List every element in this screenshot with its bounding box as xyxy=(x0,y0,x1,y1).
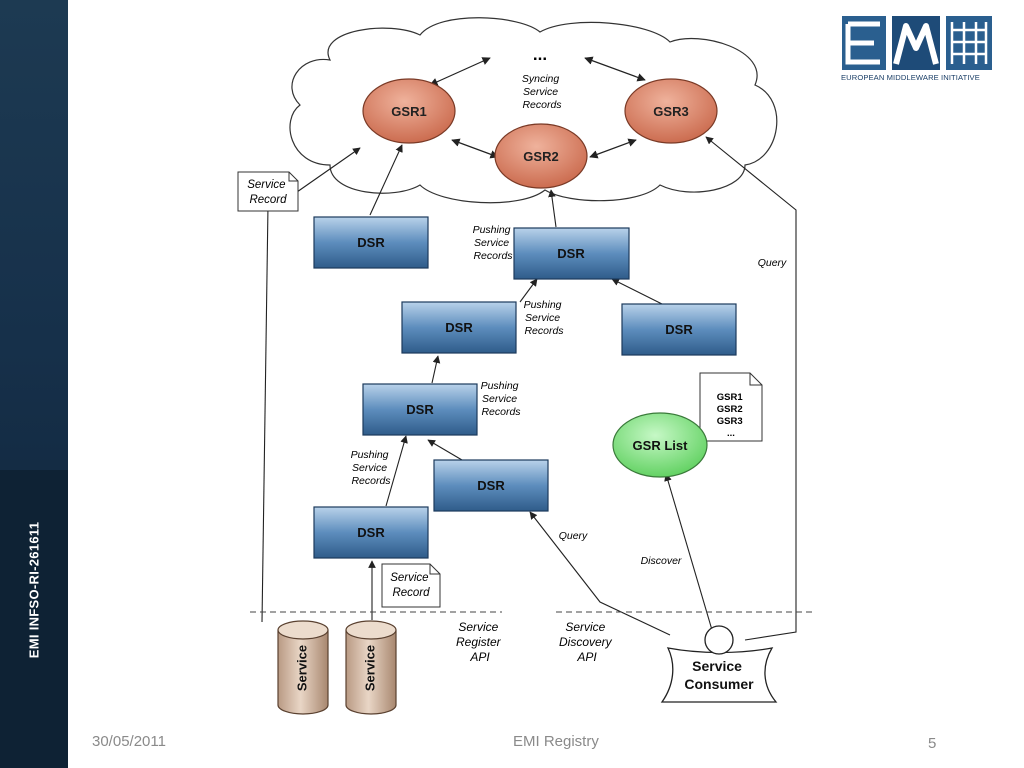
svg-text:DSR: DSR xyxy=(357,235,385,250)
svg-text:GSR1: GSR1 xyxy=(391,104,426,119)
service-discovery-api-label: Service Discovery API xyxy=(559,620,615,664)
pushing-label-4: Pushing Service Records xyxy=(351,449,392,487)
discover-label: Discover xyxy=(641,555,682,567)
svg-text:DSR: DSR xyxy=(665,322,693,337)
service-register-api-label: Service Register API xyxy=(456,620,504,664)
service-consumer: Service Consumer xyxy=(660,625,778,703)
gsr2-node: GSR2 xyxy=(494,123,588,189)
svg-text:DSR: DSR xyxy=(557,246,585,261)
svg-text:Service: Service xyxy=(294,645,309,691)
svg-text:DSR: DSR xyxy=(406,402,434,417)
sidebar-band xyxy=(0,470,68,768)
svg-text:Service Consumer: Service Consumer xyxy=(684,658,754,692)
svg-text:GSR1 GSR2 GSR3: GSR1 GSR2 GSR3 ... xyxy=(717,392,746,439)
svg-text:GSR List: GSR List xyxy=(633,438,689,453)
svg-text:DSR: DSR xyxy=(445,320,473,335)
svg-text:Service: Service xyxy=(362,645,377,691)
logo-caption: EUROPEAN MIDDLEWARE INITIATIVE xyxy=(841,73,980,82)
svg-text:Service Record: Service Record xyxy=(390,572,432,599)
service-record-note-top: Service Record xyxy=(237,171,299,212)
pushing-label-1: Pushing Service Records xyxy=(473,224,514,262)
footer-page-number: 5 xyxy=(928,735,937,752)
service-record-note-bottom: Service Record xyxy=(381,563,441,608)
gsr3-node: GSR3 xyxy=(624,78,718,144)
service-cylinder-2: Service xyxy=(345,620,397,715)
dsr-box-7: DSR xyxy=(313,506,429,559)
svg-text:DSR: DSR xyxy=(477,478,505,493)
dsr-box-4: DSR xyxy=(621,303,737,356)
dsr-box-2: DSR xyxy=(513,227,630,280)
dsr-box-1: DSR xyxy=(313,216,429,269)
query-label-bottom: Query xyxy=(559,530,588,542)
gsr-list-document: GSR1 GSR2 GSR3 ... xyxy=(699,372,763,442)
gsr1-node: GSR1 xyxy=(362,78,456,144)
dsr-box-5: DSR xyxy=(362,383,478,436)
footer-date: 30/05/2011 xyxy=(92,733,166,750)
footer-title: EMI Registry xyxy=(513,733,599,750)
pushing-label-2: Pushing Service Records xyxy=(524,299,565,337)
cloud-ellipsis: ... xyxy=(533,45,547,64)
query-label-top: Query xyxy=(758,257,787,269)
svg-text:GSR3: GSR3 xyxy=(653,104,688,119)
svg-text:GSR2: GSR2 xyxy=(523,149,558,164)
syncing-label: Syncing Service Records xyxy=(522,73,562,111)
svg-text:Service Record: Service Record xyxy=(247,179,289,206)
sidebar: EMI INFSO-RI-261611 xyxy=(0,0,68,768)
gsr-list-node: GSR List xyxy=(612,412,708,478)
emi-logo xyxy=(842,16,992,70)
pushing-label-3: Pushing Service Records xyxy=(481,380,522,418)
dsr-box-3: DSR xyxy=(401,301,517,354)
gsr-cloud xyxy=(289,17,778,204)
dsr-box-6: DSR xyxy=(433,459,549,512)
service-cylinder-1: Service xyxy=(277,620,329,715)
svg-text:DSR: DSR xyxy=(357,525,385,540)
